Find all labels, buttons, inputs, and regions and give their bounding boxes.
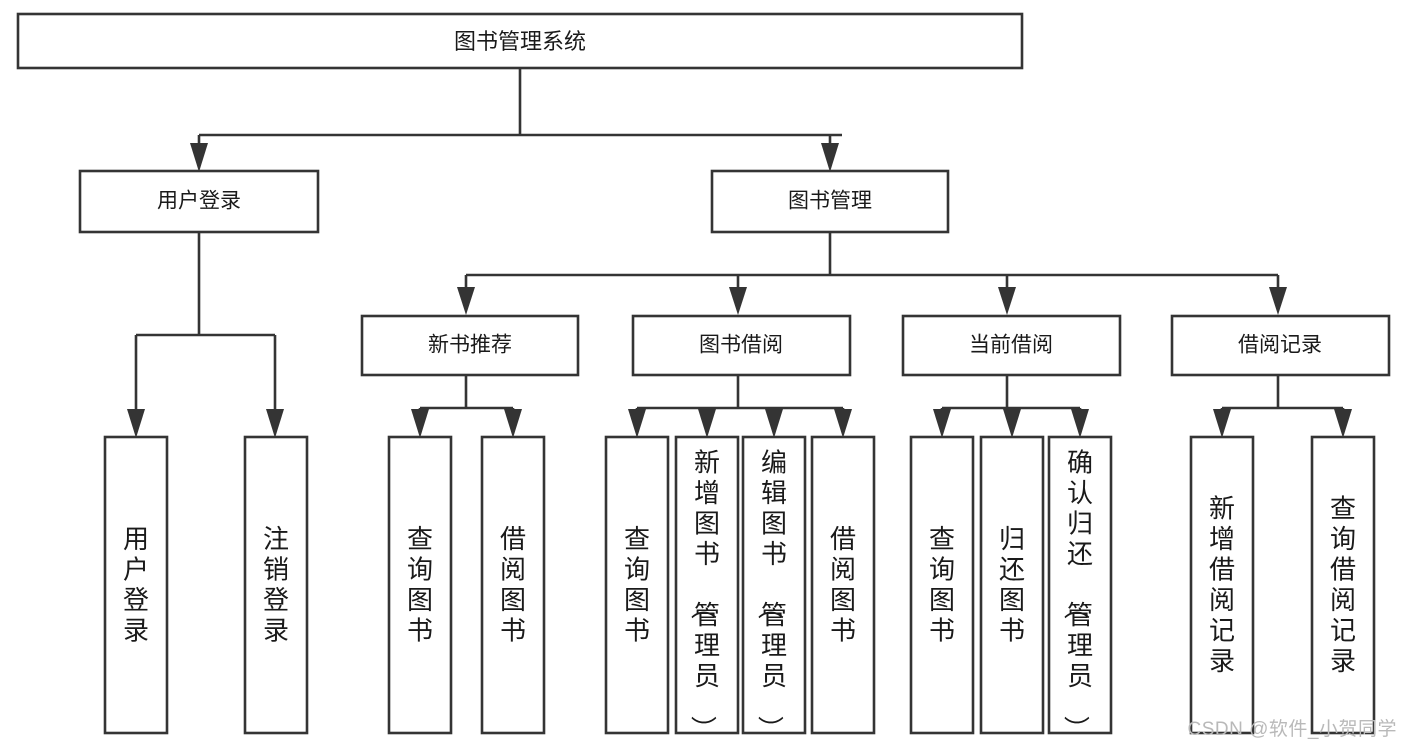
leaf-borrow-book-label: 借阅图书 [830,524,856,646]
node-borrow-record[interactable]: 借阅记录 [1170,314,1391,377]
connector-group-user-login [127,232,284,438]
connector-group-borrow-record [1213,375,1352,438]
node-book-borrow[interactable]: 图书借阅 [631,314,852,377]
leaf-user-login-label: 用户登录 [123,524,149,646]
leaf-borrow-book-recommend[interactable]: 借阅图书 [480,435,546,735]
arrowhead-leaf-query-book-2 [628,409,646,438]
leaf-query-book-borrow-box[interactable] [604,435,670,735]
leaf-add-borrow-record[interactable]: 新增借阅记录 [1189,435,1255,735]
connector-group-book-mgmt [457,232,1287,315]
node-borrow-record-label: 借阅记录 [1238,334,1322,357]
leaf-query-book-recommend-box[interactable] [387,435,453,735]
leaf-add-book-box[interactable] [674,435,740,735]
leaf-query-book-current-box[interactable] [909,435,975,735]
leaf-query-book-borrow[interactable]: 查询图书 [604,435,670,735]
leaf-query-book-current-label: 查询图书 [929,524,955,646]
node-new-book-recommend[interactable]: 新书推荐 [360,314,580,377]
node-book-borrow-box[interactable] [631,314,852,377]
leaf-add-borrow-record-box[interactable] [1189,435,1255,735]
leaf-user-login-box[interactable] [103,435,169,735]
node-book-management-box[interactable] [710,169,950,234]
arrowhead-current-borrow [998,287,1016,315]
leaf-return-book-box[interactable] [979,435,1045,735]
csdn-watermark: CSDN @软件_小贺同学 [1187,719,1397,740]
connector-group-current-borrow [933,375,1089,438]
leaf-logout-label: 注销登录 [263,524,289,646]
connector-group-new-book-recommend [411,375,522,438]
leaf-user-login[interactable]: 用户登录 [103,435,169,735]
arrowhead-leaf-add-record [1213,409,1231,438]
connector-group-book-borrow [628,375,852,438]
leaf-borrow-book-recommend-box[interactable] [480,435,546,735]
node-user-login[interactable]: 用户登录 [78,169,320,234]
leaf-query-book-current[interactable]: 查询图书 [909,435,975,735]
leaf-logout-box[interactable] [243,435,309,735]
leaf-query-book-borrow-label: 查询图书 [624,524,650,646]
arrowhead-leaf-borrow-book-1 [504,409,522,438]
arrowhead-book-borrow [729,287,747,315]
leaf-query-borrow-record-label: 查询借阅记录 [1330,493,1356,676]
leaf-query-borrow-record-box[interactable] [1310,435,1376,735]
arrowhead-book-mgmt [821,143,839,172]
arrowhead-leaf-return-book [1003,409,1021,438]
arrowhead-borrow-record [1269,287,1287,315]
node-current-borrow-label: 当前借阅 [969,334,1053,357]
leaf-add-book-label: 新增图书（管理员） [688,448,720,742]
leaf-confirm-return-box[interactable] [1047,435,1113,735]
leaf-borrow-book-recommend-label: 借阅图书 [500,524,526,646]
leaf-confirm-return-label: 确认归还（管理员） [1061,448,1093,742]
node-book-management-label: 图书管理 [788,190,872,213]
node-current-borrow-box[interactable] [901,314,1122,377]
arrowhead-leaf-query-book-1 [411,409,429,438]
node-root-system[interactable]: 图书管理系统 [16,12,1024,70]
leaf-edit-book-label: 编辑图书（管理员） [755,448,787,742]
node-root-box[interactable] [16,12,1024,70]
node-borrow-record-box[interactable] [1170,314,1391,377]
arrowhead-leaf-borrow-book-2 [834,409,852,438]
leaf-return-book[interactable]: 归还图书 [979,435,1045,735]
node-user-login-box[interactable] [78,169,320,234]
leaf-query-borrow-record[interactable]: 查询借阅记录 [1310,435,1376,735]
node-new-book-recommend-label: 新书推荐 [428,334,512,357]
node-book-borrow-label: 图书借阅 [699,334,783,357]
arrowhead-leaf-edit-book [765,409,783,438]
node-user-login-label: 用户登录 [157,190,241,213]
leaf-query-book-recommend-label: 查询图书 [407,524,433,646]
leaf-add-book[interactable]: 新增图书（管理员） [674,435,740,742]
node-root-label: 图书管理系统 [454,29,586,54]
arrowhead-leaf-query-book-3 [933,409,951,438]
arrowhead-leaf-add-book [698,409,716,438]
leaf-borrow-book[interactable]: 借阅图书 [810,435,876,735]
arrowhead-leaf-confirm-return [1071,409,1089,438]
connector-group-root [190,68,842,172]
leaf-return-book-label: 归还图书 [999,524,1025,646]
arrowhead-user-login [190,143,208,172]
arrowhead-leaf-query-record [1334,409,1352,438]
node-new-book-recommend-box[interactable] [360,314,580,377]
leaf-borrow-book-box[interactable] [810,435,876,735]
leaf-confirm-return[interactable]: 确认归还（管理员） [1047,435,1113,742]
arrowhead-new-book-recommend [457,287,475,315]
arrowhead-leaf-logout [266,409,284,438]
leaf-add-borrow-record-label: 新增借阅记录 [1209,493,1235,676]
node-book-management[interactable]: 图书管理 [710,169,950,234]
leaf-edit-book-box[interactable] [741,435,807,735]
node-current-borrow[interactable]: 当前借阅 [901,314,1122,377]
leaf-logout[interactable]: 注销登录 [243,435,309,735]
leaf-edit-book[interactable]: 编辑图书（管理员） [741,435,807,742]
leaf-query-book-recommend[interactable]: 查询图书 [387,435,453,735]
arrowhead-leaf-user-login [127,409,145,438]
